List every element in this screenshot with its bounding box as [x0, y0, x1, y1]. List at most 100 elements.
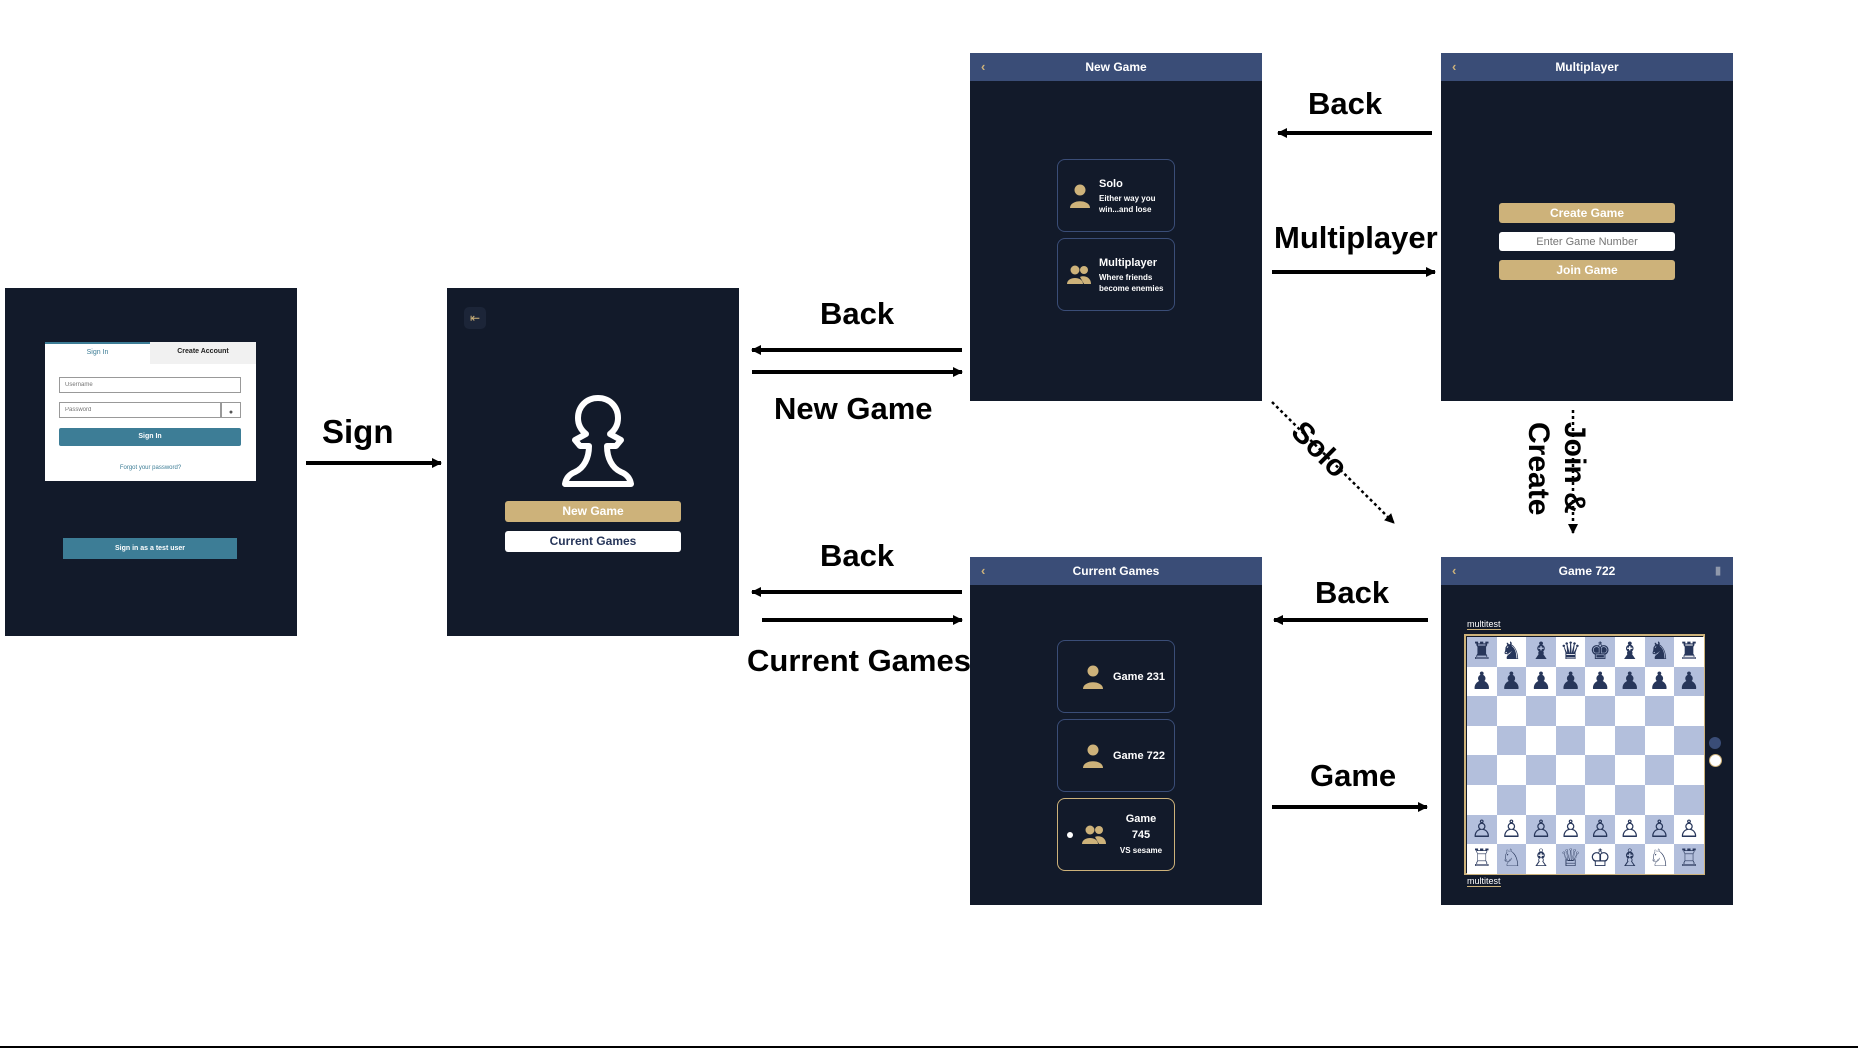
- game-card[interactable]: Game 722: [1057, 719, 1175, 792]
- board-square[interactable]: ♖: [1467, 844, 1497, 874]
- board-square[interactable]: [1644, 785, 1675, 815]
- chess-piece-icon[interactable]: ♞: [1648, 637, 1671, 665]
- board-square[interactable]: ♞: [1644, 637, 1675, 667]
- chess-piece-icon[interactable]: ♟: [1589, 666, 1611, 695]
- board-square[interactable]: [1555, 785, 1586, 815]
- board-square[interactable]: [1585, 725, 1615, 756]
- board-square[interactable]: [1644, 755, 1675, 785]
- tab-sign-in[interactable]: Sign In: [45, 342, 150, 364]
- board-square[interactable]: ♙: [1526, 814, 1556, 845]
- back-chevron-icon[interactable]: ‹: [1452, 59, 1457, 74]
- chess-piece-icon[interactable]: ♘: [1648, 844, 1671, 873]
- board-square[interactable]: ♛: [1555, 637, 1586, 667]
- tab-create-account[interactable]: Create Account: [150, 342, 256, 364]
- board-square[interactable]: [1467, 755, 1497, 785]
- board-square[interactable]: [1496, 755, 1527, 785]
- board-square[interactable]: ♙: [1555, 814, 1586, 845]
- chess-piece-icon[interactable]: ♔: [1589, 844, 1611, 873]
- board-square[interactable]: ♗: [1526, 844, 1556, 874]
- chess-piece-icon[interactable]: ♟: [1500, 666, 1523, 695]
- chess-piece-icon[interactable]: ♖: [1471, 844, 1493, 873]
- sign-in-button[interactable]: Sign In: [59, 428, 241, 446]
- chess-piece-icon[interactable]: ♟: [1471, 666, 1493, 695]
- board-square[interactable]: [1467, 696, 1497, 726]
- board-square[interactable]: ♖: [1674, 844, 1704, 874]
- back-chevron-icon[interactable]: ‹: [981, 59, 986, 74]
- board-square[interactable]: ♙: [1585, 814, 1615, 845]
- board-square[interactable]: ♙: [1467, 814, 1497, 845]
- board-square[interactable]: ♟: [1467, 666, 1497, 697]
- board-square[interactable]: ♞: [1496, 637, 1527, 667]
- chess-piece-icon[interactable]: ♙: [1589, 814, 1611, 843]
- chess-piece-icon[interactable]: ♟: [1559, 666, 1582, 695]
- board-square[interactable]: ♟: [1644, 666, 1675, 697]
- game-card[interactable]: Game 231: [1057, 640, 1175, 713]
- forgot-password-link[interactable]: Forgot your password?: [119, 465, 182, 471]
- board-square[interactable]: [1615, 755, 1645, 785]
- board-square[interactable]: ♘: [1496, 844, 1527, 874]
- board-square[interactable]: [1615, 696, 1645, 726]
- board-square[interactable]: [1496, 725, 1527, 756]
- board-square[interactable]: ♟: [1585, 666, 1615, 697]
- password-field[interactable]: [59, 402, 221, 418]
- username-field[interactable]: [59, 377, 241, 393]
- board-square[interactable]: [1496, 696, 1527, 726]
- board-square[interactable]: ♝: [1526, 637, 1556, 667]
- board-square[interactable]: [1615, 725, 1645, 756]
- board-square[interactable]: [1555, 696, 1586, 726]
- chess-piece-icon[interactable]: ♟: [1530, 666, 1552, 695]
- board-square[interactable]: [1674, 785, 1704, 815]
- board-square[interactable]: ♔: [1585, 844, 1615, 874]
- chess-piece-icon[interactable]: ♖: [1678, 844, 1700, 873]
- chess-piece-icon[interactable]: ♗: [1619, 844, 1641, 873]
- test-user-button[interactable]: Sign in as a test user: [63, 538, 237, 559]
- board-square[interactable]: ♜: [1467, 637, 1497, 667]
- back-chevron-icon[interactable]: ‹: [1452, 563, 1457, 578]
- show-password-button[interactable]: ●: [221, 402, 241, 418]
- board-square[interactable]: ♟: [1615, 666, 1645, 697]
- logout-button[interactable]: ⇤: [464, 307, 486, 329]
- board-square[interactable]: ♙: [1644, 814, 1675, 845]
- new-game-button[interactable]: New Game: [505, 501, 681, 522]
- board-square[interactable]: ♟: [1526, 666, 1556, 697]
- board-square[interactable]: ♗: [1615, 844, 1645, 874]
- chess-piece-icon[interactable]: ♝: [1619, 637, 1641, 665]
- solo-card[interactable]: Solo Either way you win...and lose: [1057, 159, 1175, 232]
- chess-piece-icon[interactable]: ♚: [1589, 637, 1611, 665]
- chess-piece-icon[interactable]: ♙: [1471, 814, 1493, 843]
- board-square[interactable]: [1526, 725, 1556, 756]
- board-square[interactable]: [1644, 725, 1675, 756]
- board-square[interactable]: [1526, 785, 1556, 815]
- chess-piece-icon[interactable]: ♙: [1678, 814, 1700, 843]
- chess-piece-icon[interactable]: ♙: [1619, 814, 1641, 843]
- board-square[interactable]: [1467, 725, 1497, 756]
- chess-piece-icon[interactable]: ♘: [1500, 844, 1523, 873]
- board-square[interactable]: [1585, 785, 1615, 815]
- chess-piece-icon[interactable]: ♗: [1530, 844, 1552, 873]
- board-square[interactable]: [1674, 755, 1704, 785]
- board-square[interactable]: [1674, 696, 1704, 726]
- chess-piece-icon[interactable]: ♙: [1648, 814, 1671, 843]
- board-square[interactable]: ♝: [1615, 637, 1645, 667]
- chess-board[interactable]: ♜♞♝♛♚♝♞♜♟♟♟♟♟♟♟♟♙♙♙♙♙♙♙♙♖♘♗♕♔♗♘♖: [1464, 634, 1705, 875]
- chess-piece-icon[interactable]: ♙: [1500, 814, 1523, 843]
- board-square[interactable]: ♙: [1496, 814, 1527, 845]
- board-square[interactable]: ♚: [1585, 637, 1615, 667]
- trash-icon[interactable]: ▮: [1714, 565, 1721, 577]
- board-square[interactable]: [1644, 696, 1675, 726]
- board-square[interactable]: [1615, 785, 1645, 815]
- board-square[interactable]: [1526, 755, 1556, 785]
- chess-piece-icon[interactable]: ♞: [1500, 637, 1523, 665]
- board-square[interactable]: [1496, 785, 1527, 815]
- join-game-button[interactable]: Join Game: [1499, 260, 1675, 280]
- board-square[interactable]: ♜: [1674, 637, 1704, 667]
- chess-piece-icon[interactable]: ♕: [1559, 844, 1582, 873]
- board-square[interactable]: ♕: [1555, 844, 1586, 874]
- chess-piece-icon[interactable]: ♜: [1678, 637, 1700, 665]
- multiplayer-card[interactable]: Multiplayer Where friends become enemies: [1057, 238, 1175, 311]
- chess-piece-icon[interactable]: ♟: [1678, 666, 1700, 695]
- board-square[interactable]: ♟: [1496, 666, 1527, 697]
- game-number-input[interactable]: [1499, 232, 1675, 251]
- chess-piece-icon[interactable]: ♟: [1619, 666, 1641, 695]
- board-square[interactable]: ♟: [1674, 666, 1704, 697]
